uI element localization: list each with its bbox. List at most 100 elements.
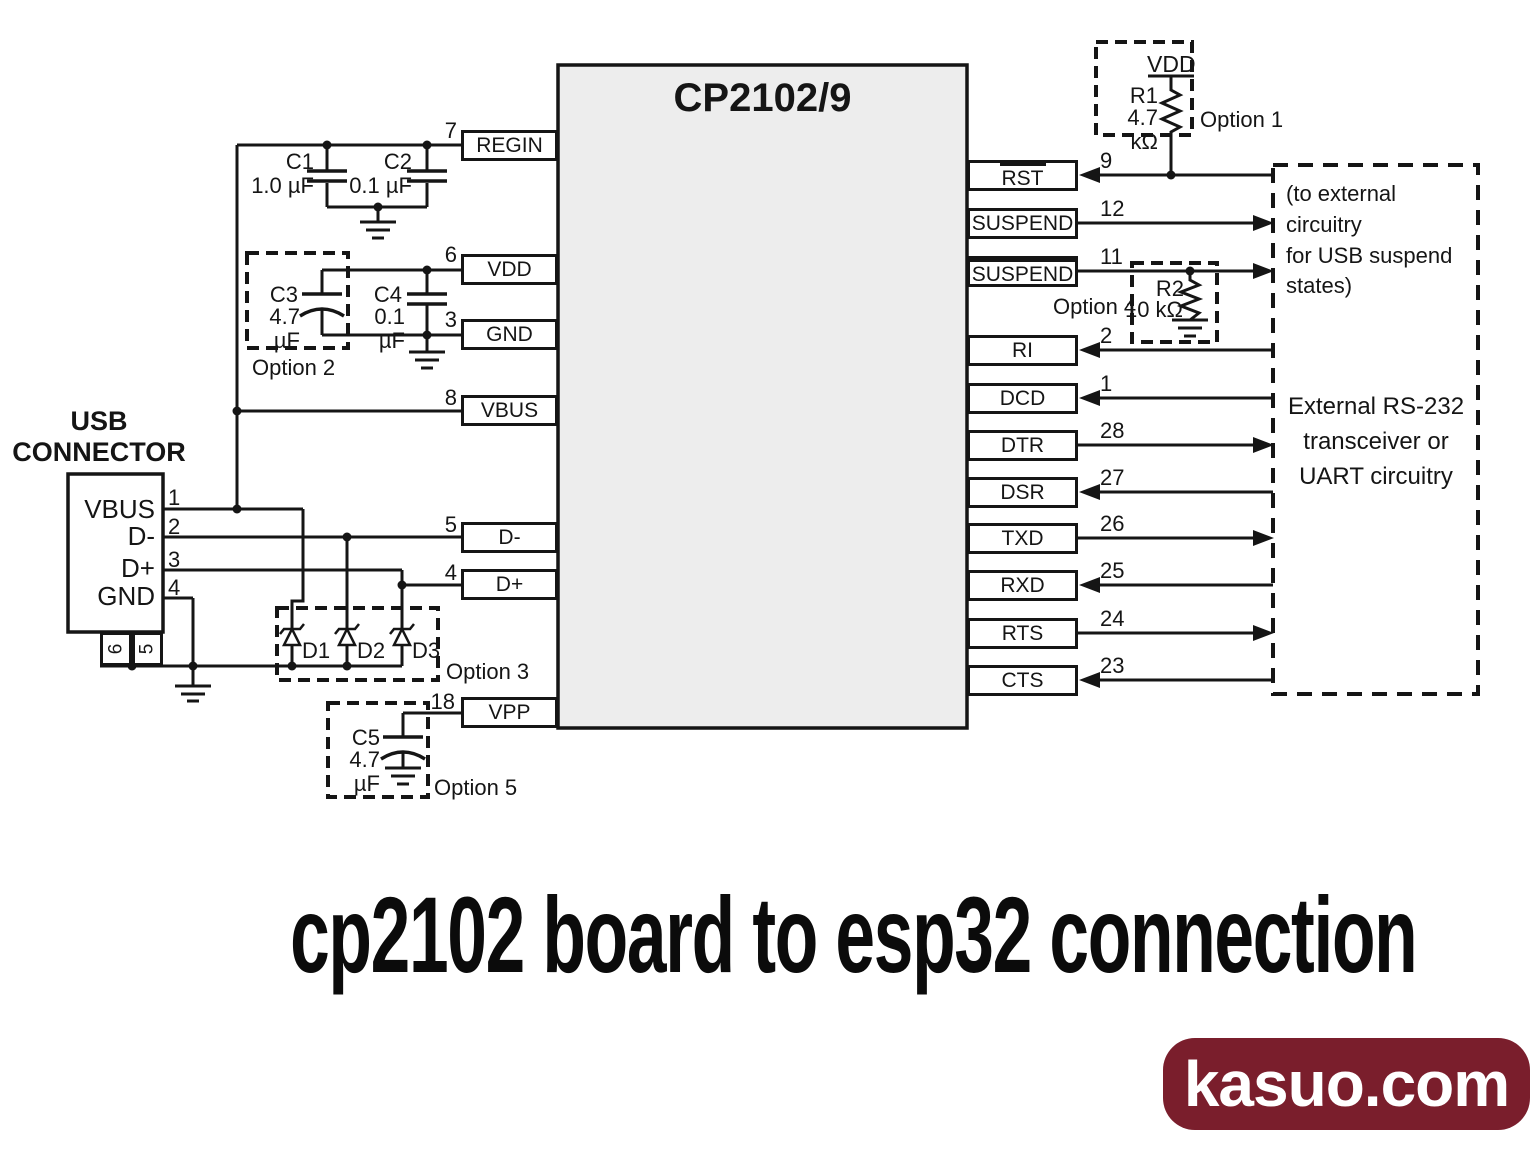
external-circuitry-box: [1271, 163, 1480, 696]
option2-box: [245, 251, 350, 350]
signal-arrowheads: [1079, 167, 1274, 688]
pin-label-ri: RI: [1012, 338, 1033, 362]
pin-number-27: 27: [1100, 465, 1125, 490]
pin-box-dcd: DCD: [967, 383, 1078, 414]
pin-label-dtr: DTR: [1000, 433, 1045, 457]
option4-label: Option 4: [1053, 294, 1137, 319]
pin-box-rst: RST: [967, 160, 1078, 191]
pin-box-dplus: D+: [461, 569, 558, 600]
pin-label-dsr: DSR: [1000, 480, 1045, 504]
pin-box-suspend: SUSPEND: [967, 208, 1078, 239]
arrow-in-rxd: [1079, 577, 1100, 593]
cap-ref-c1: C1: [285, 149, 314, 174]
pin-number-9: 9: [1100, 148, 1113, 173]
option2-label: Option 2: [252, 355, 336, 380]
cap-ref-c5: C5: [351, 725, 380, 750]
pin-box-gnd: GND: [461, 319, 558, 350]
res-value-r1: 4.7 kΩ: [1127, 105, 1158, 155]
pin-number-2: 2: [1100, 323, 1113, 348]
vdd-rail-label: VDD: [1147, 51, 1196, 77]
usb-pin-number-2: 2: [168, 514, 181, 539]
ground-icon: [409, 350, 445, 370]
option1-box: [1094, 40, 1194, 137]
cap-ref-c4: C4: [373, 282, 402, 307]
pin-number-5: 5: [444, 512, 457, 537]
diode-ref-d1: D1: [302, 638, 331, 663]
pin-number-26: 26: [1100, 511, 1125, 536]
pin-box-cts: CTS: [967, 665, 1078, 696]
capacitor-icon-c5: [380, 735, 426, 761]
option-box-outlines: [245, 40, 1219, 799]
cap-value-c3: 4.7 µF: [269, 304, 300, 354]
arrow-in-rst: [1079, 167, 1100, 183]
chip-body: [556, 63, 969, 730]
option1-label: Option 1: [1200, 107, 1284, 132]
pin-number-11: 11: [1100, 244, 1123, 269]
pin-label-vbus: VBUS: [480, 398, 539, 422]
capacitor-icon-c3: [299, 292, 345, 318]
pin-label-rst: RST: [999, 162, 1046, 189]
diode-ref-d2: D2: [357, 638, 386, 663]
pin-number-3: 3: [444, 307, 457, 332]
usb-pin-number-1: 1: [168, 485, 181, 510]
usb-pin-number-3: 3: [168, 547, 181, 572]
pin-number-1: 1: [1100, 371, 1113, 396]
caption: cp2102 board to esp32 connection: [0, 872, 1536, 997]
external-rs232-label: External RS-232 transceiver or UART circ…: [1287, 393, 1465, 490]
option3-box: [275, 606, 440, 682]
usb-shell-pin-6: 6: [100, 632, 132, 666]
pin-label-dplus: D+: [495, 572, 524, 596]
pin-number-6: 6: [444, 242, 457, 267]
arrow-out-suspend: [1253, 215, 1274, 231]
right-signal-wires: [1078, 173, 1273, 682]
resistor-icon-r1: [1158, 76, 1184, 175]
pin-box-ri: RI: [967, 335, 1078, 366]
pin-box-dminus: D-: [461, 522, 558, 553]
option5-label: Option 5: [434, 775, 518, 800]
pin-number-8: 8: [444, 385, 457, 410]
pin-label-cts: CTS: [1001, 668, 1044, 692]
capacitor-icon-c4: [407, 292, 447, 306]
option3-label: Option 3: [446, 659, 530, 684]
usb-shell-pin-5-label: 5: [136, 643, 158, 655]
arrow-out-rts: [1253, 625, 1274, 641]
watermark-text: kasuo.com: [1183, 1048, 1510, 1120]
option4-box: [1130, 261, 1219, 344]
pin-box-rts: RTS: [967, 618, 1078, 649]
diode-ref-d3: D3: [412, 638, 441, 663]
ground-icon: [360, 220, 396, 240]
ground-icon: [385, 766, 421, 786]
pin-box-vpp: VPP: [461, 697, 558, 728]
pin-box-vbus: VBUS: [461, 395, 558, 426]
arrow-in-ri: [1079, 342, 1100, 358]
pin-box-txd: TXD: [967, 523, 1078, 554]
ground-icon: [175, 684, 211, 703]
capacitor-icon-c1: [307, 169, 347, 183]
pin-number-23: 23: [1100, 653, 1125, 678]
res-value-r2: 10 kΩ: [1124, 297, 1183, 322]
usb-connector-body: [66, 472, 165, 634]
usb-shell-pin-5: 5: [132, 632, 163, 666]
usb-shell-pin-6-label: 6: [104, 643, 126, 655]
pin-number-7: 7: [444, 118, 457, 143]
pin-number-28: 28: [1100, 418, 1125, 443]
pin-label-regin: REGIN: [476, 133, 543, 157]
arrow-out-suspend-n: [1253, 263, 1274, 279]
capacitor-icon-c2: [407, 169, 447, 183]
pin-number-24: 24: [1100, 606, 1125, 631]
arrow-out-txd: [1253, 530, 1274, 546]
diode-icon-d1: [279, 623, 305, 647]
cap-value-c4: 0.1 µF: [374, 304, 405, 354]
cap-value-c1: 1.0 µF: [251, 173, 314, 198]
resistor-icon-r2: [1176, 271, 1204, 322]
usb-pin-number-4: 4: [168, 575, 181, 600]
pin-box-dsr: DSR: [967, 477, 1078, 508]
usb-pin-label-dminus: D-: [127, 521, 155, 551]
diode-icon-d3: [389, 623, 415, 647]
pin-number-4: 4: [444, 560, 457, 585]
arrow-in-dcd: [1079, 390, 1100, 406]
cap-value-c5: 4.7 µF: [349, 747, 380, 797]
pin-label-vdd: VDD: [487, 257, 532, 281]
pin-label-suspend: SUSPEND: [971, 211, 1074, 235]
